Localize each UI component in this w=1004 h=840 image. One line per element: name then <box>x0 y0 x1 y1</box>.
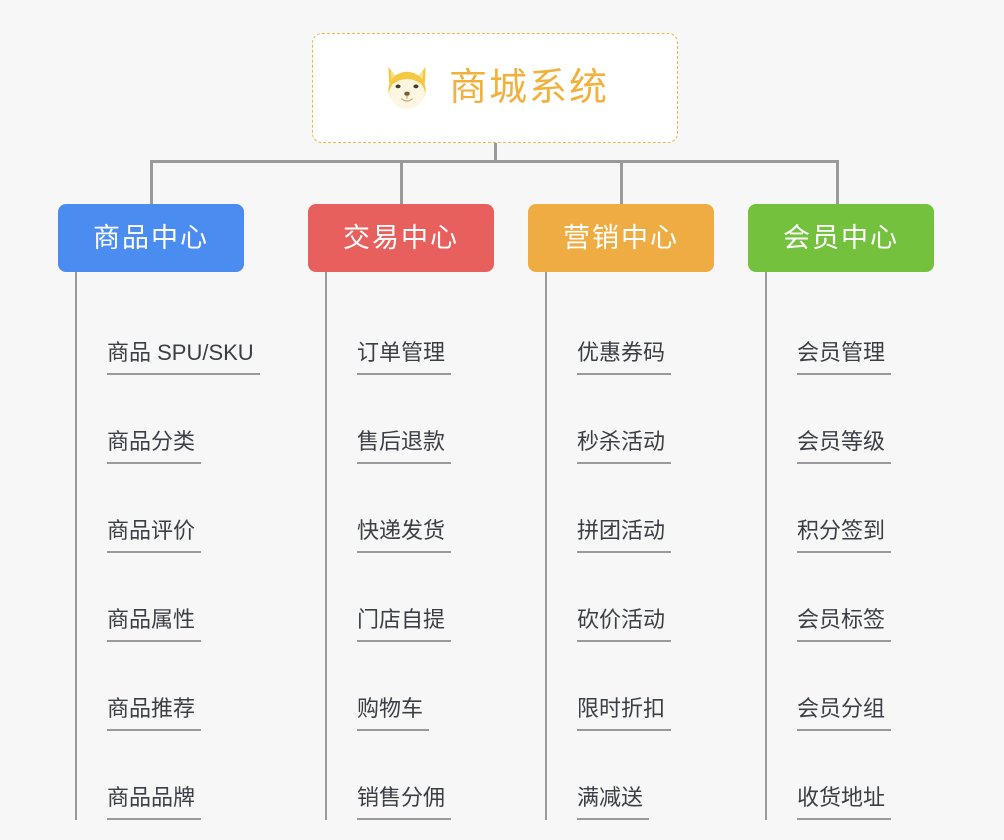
list-item[interactable]: 售后退款 <box>327 375 494 464</box>
list-item[interactable]: 销售分佣 <box>327 731 494 820</box>
branch-column-2: 交易中心 订单管理 售后退款 快递发货 门店自提 购物车 销售分佣 <box>308 204 494 820</box>
leaf-list-4: 会员管理 会员等级 积分签到 会员标签 会员分组 收货地址 <box>765 272 934 820</box>
leaf-label: 销售分佣 <box>357 787 452 820</box>
list-item[interactable]: 商品评价 <box>77 464 244 553</box>
leaf-label: 商品属性 <box>107 609 202 642</box>
leaf-list-1: 商品 SPU/SKU 商品分类 商品评价 商品属性 商品推荐 商品品牌 <box>75 272 260 820</box>
leaf-label: 快递发货 <box>357 520 452 553</box>
root-node[interactable]: 商城系统 <box>312 33 678 143</box>
leaf-label: 会员分组 <box>797 698 892 731</box>
category-box-2[interactable]: 交易中心 <box>308 204 494 272</box>
leaf-label: 门店自提 <box>357 609 452 642</box>
list-item[interactable]: 门店自提 <box>327 553 494 642</box>
leaf-label: 砍价活动 <box>577 609 672 642</box>
list-item[interactable]: 会员标签 <box>767 553 934 642</box>
connector-root-stem <box>494 143 497 163</box>
connector-drop-4 <box>836 160 839 206</box>
category-label-2: 交易中心 <box>343 222 459 253</box>
list-item[interactable]: 商品品牌 <box>77 731 244 820</box>
list-item[interactable]: 商品分类 <box>77 375 244 464</box>
leaf-label: 优惠券码 <box>577 342 672 375</box>
leaf-list-2: 订单管理 售后退款 快递发货 门店自提 购物车 销售分佣 <box>325 272 494 820</box>
leaf-label: 商品推荐 <box>107 698 202 731</box>
leaf-label: 售后退款 <box>357 431 452 464</box>
list-item[interactable]: 订单管理 <box>327 286 494 375</box>
leaf-label: 限时折扣 <box>577 698 672 731</box>
leaf-label: 订单管理 <box>357 342 452 375</box>
branch-column-4: 会员中心 会员管理 会员等级 积分签到 会员标签 会员分组 收货地址 <box>748 204 934 820</box>
list-item[interactable]: 限时折扣 <box>547 642 714 731</box>
list-item[interactable]: 会员等级 <box>767 375 934 464</box>
leaf-label: 商品评价 <box>107 520 202 553</box>
category-box-3[interactable]: 营销中心 <box>528 204 714 272</box>
category-label-3: 营销中心 <box>563 222 679 253</box>
category-box-1[interactable]: 商品中心 <box>58 204 244 272</box>
leaf-label: 商品品牌 <box>107 787 202 820</box>
root-title: 商城系统 <box>448 67 609 109</box>
category-label-4: 会员中心 <box>783 222 899 253</box>
list-item[interactable]: 砍价活动 <box>547 553 714 642</box>
leaf-label: 拼团活动 <box>577 520 672 553</box>
leaf-label: 积分签到 <box>797 520 892 553</box>
leaf-list-3: 优惠券码 秒杀活动 拼团活动 砍价活动 限时折扣 满减送 <box>545 272 714 820</box>
list-item[interactable]: 商品 SPU/SKU <box>77 286 260 375</box>
list-item[interactable]: 拼团活动 <box>547 464 714 553</box>
leaf-label: 会员管理 <box>797 342 892 375</box>
list-item[interactable]: 商品属性 <box>77 553 244 642</box>
connector-drop-1 <box>150 160 153 206</box>
list-item[interactable]: 会员分组 <box>767 642 934 731</box>
list-item[interactable]: 满减送 <box>547 731 714 820</box>
shiba-dog-icon <box>381 62 433 114</box>
branch-column-3: 营销中心 优惠券码 秒杀活动 拼团活动 砍价活动 限时折扣 满减送 <box>528 204 714 820</box>
list-item[interactable]: 积分签到 <box>767 464 934 553</box>
category-box-4[interactable]: 会员中心 <box>748 204 934 272</box>
list-item[interactable]: 购物车 <box>327 642 494 731</box>
leaf-label: 商品 SPU/SKU <box>107 342 260 375</box>
list-item[interactable]: 会员管理 <box>767 286 934 375</box>
leaf-label: 商品分类 <box>107 431 202 464</box>
leaf-label: 秒杀活动 <box>577 431 672 464</box>
list-item[interactable]: 商品推荐 <box>77 642 244 731</box>
list-item[interactable]: 快递发货 <box>327 464 494 553</box>
list-item[interactable]: 收货地址 <box>767 731 934 820</box>
list-item[interactable]: 秒杀活动 <box>547 375 714 464</box>
category-label-1: 商品中心 <box>93 222 209 253</box>
branch-column-1: 商品中心 商品 SPU/SKU 商品分类 商品评价 商品属性 商品推荐 商品品牌 <box>58 204 260 820</box>
leaf-label: 会员等级 <box>797 431 892 464</box>
list-item[interactable]: 优惠券码 <box>547 286 714 375</box>
connector-drop-3 <box>620 160 623 206</box>
connector-horizontal-bus <box>150 160 839 163</box>
leaf-label: 购物车 <box>357 698 430 731</box>
leaf-label: 会员标签 <box>797 609 892 642</box>
leaf-label: 满减送 <box>577 787 650 820</box>
leaf-label: 收货地址 <box>797 787 892 820</box>
connector-drop-2 <box>400 160 403 206</box>
